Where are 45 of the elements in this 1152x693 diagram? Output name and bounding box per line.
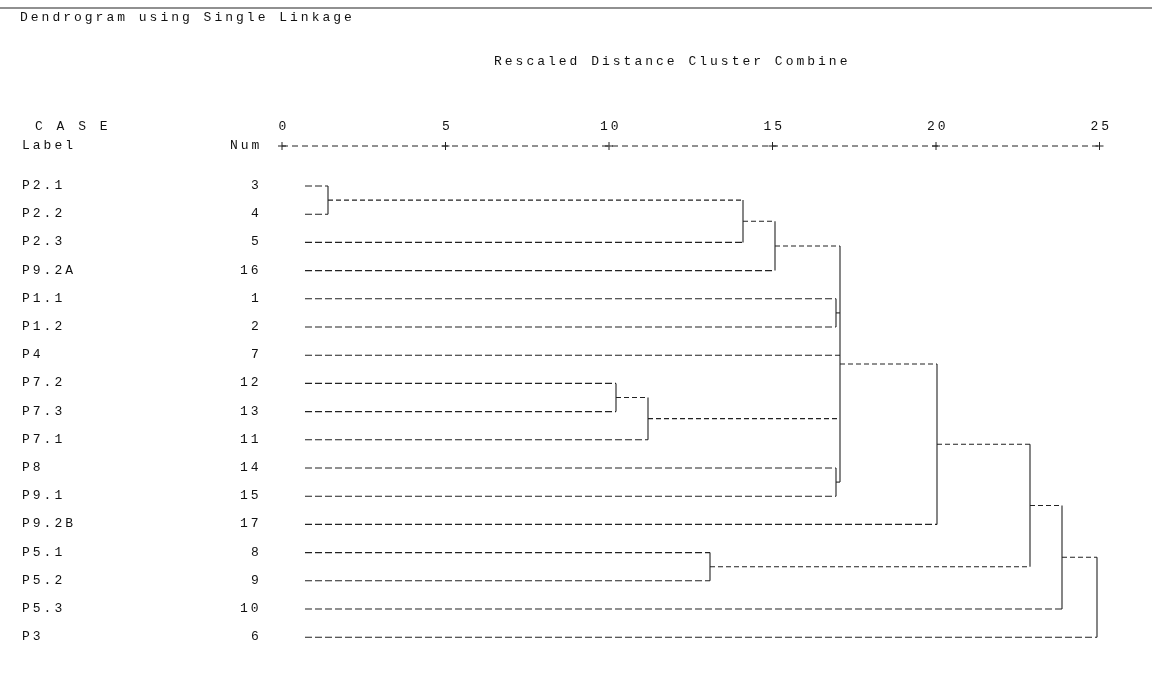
case-label: P7.1	[22, 431, 66, 448]
case-number: 4	[251, 206, 262, 223]
case-number: 13	[240, 403, 262, 420]
case-label: P9.2B	[22, 516, 76, 533]
case-label: P7.3	[22, 403, 66, 420]
column-header: C A S E	[35, 119, 111, 135]
case-label: P7.2	[22, 375, 66, 392]
case-label: P5.2	[22, 572, 66, 589]
case-label: P8	[22, 460, 44, 476]
case-number: 9	[251, 572, 262, 589]
tick-label: 10	[600, 119, 622, 135]
case-label: P9.1	[22, 488, 66, 505]
case-label: P9.2A	[22, 262, 76, 279]
case-label: P4	[22, 347, 44, 364]
case-label: P1.1	[22, 290, 66, 307]
case-number: 15	[240, 488, 262, 505]
tick-label: 5	[442, 119, 453, 135]
axis-title: Rescaled Distance Cluster Combine	[494, 54, 851, 70]
tick-label: 25	[1090, 119, 1113, 135]
case-number: 5	[251, 234, 262, 251]
case-number: 3	[251, 178, 262, 194]
tick-label: 15	[763, 119, 786, 135]
case-number: 8	[251, 544, 262, 561]
case-number: 12	[240, 375, 262, 392]
case-number: 7	[251, 347, 262, 364]
case-number: 1	[251, 290, 262, 307]
tick-label: 20	[927, 119, 949, 135]
case-label: P5.1	[22, 544, 66, 561]
case-label: P2.2	[22, 206, 66, 223]
case-number: 11	[240, 431, 262, 448]
case-label: P3	[22, 629, 44, 646]
chart-title: Dendrogram using Single Linkage	[20, 10, 355, 26]
case-label: P2.3	[22, 234, 66, 251]
case-number: 6	[251, 629, 262, 646]
column-header: Label	[22, 138, 76, 154]
case-number: 14	[240, 460, 262, 476]
case-label: P1.2	[22, 319, 66, 335]
column-header: Num	[230, 138, 263, 154]
case-label: P2.1	[22, 178, 66, 194]
case-number: 17	[240, 516, 262, 533]
case-number: 10	[240, 601, 262, 617]
case-label: P5.3	[22, 601, 66, 617]
case-number: 16	[240, 262, 262, 279]
tick-label: 0	[278, 119, 290, 135]
case-number: 2	[251, 319, 262, 335]
